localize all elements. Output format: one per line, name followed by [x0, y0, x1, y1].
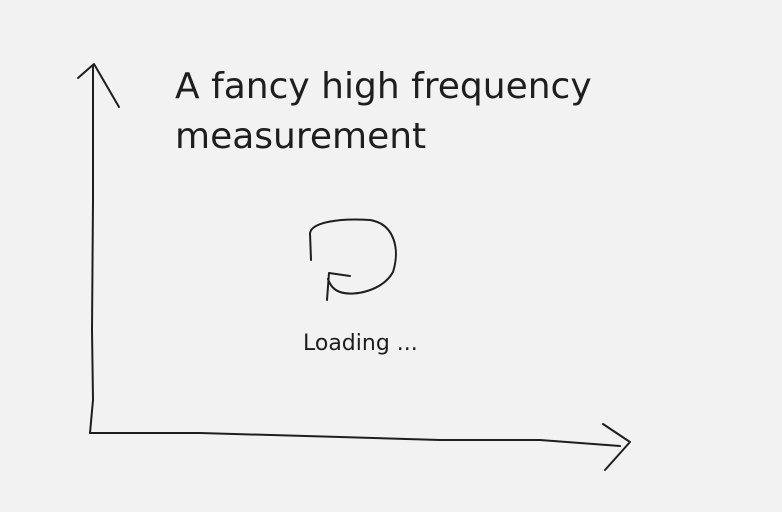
y-axis — [89, 65, 94, 434]
x-axis-arrowhead — [602, 423, 631, 471]
x-axis — [89, 432, 621, 447]
loading-status: Loading ... — [303, 331, 418, 356]
refresh-arrow-icon-head — [326, 272, 351, 301]
page-title: A fancy high frequency measurement — [175, 66, 592, 157]
refresh-arrow-icon — [309, 218, 397, 295]
y-axis-arrowhead — [77, 63, 120, 108]
